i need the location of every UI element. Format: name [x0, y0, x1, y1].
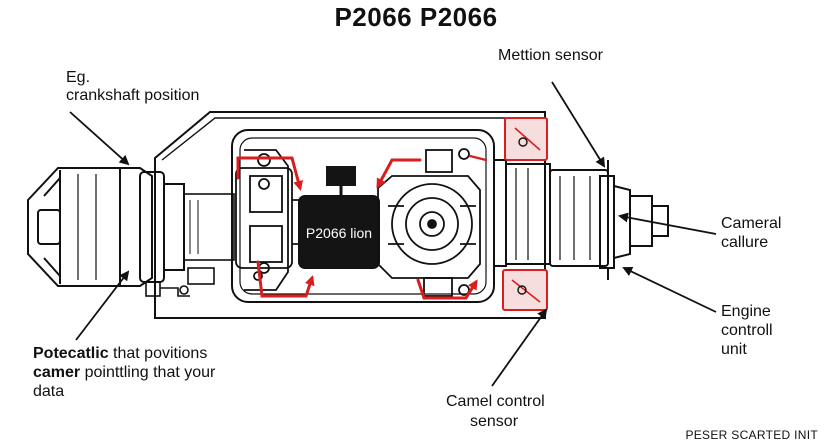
footer-text: PESER SCARTED INIT — [685, 428, 818, 442]
label-bottom-center-line2: sensor — [470, 413, 519, 430]
label-bottom-left-line2-bold: camer — [33, 364, 81, 381]
flow-arrow-icon — [236, 154, 488, 300]
sensor-pad-top — [504, 117, 548, 161]
sensor-pad-bottom — [502, 269, 548, 311]
label-right-upper-line2: callure — [721, 234, 769, 251]
label-top-left-line1: Eg. — [66, 69, 91, 86]
label-bottom-left-line1: Potecatlic that povitions — [33, 344, 207, 363]
label-right-lower-line2: controll — [721, 322, 773, 339]
left-gear-assembly — [235, 149, 301, 291]
control-module — [298, 195, 380, 269]
label-bottom-center-line1: Camel control — [446, 393, 545, 410]
label-top-left-line2: crankshaft position — [66, 87, 200, 104]
label-right-lower-line3: unit — [721, 341, 747, 358]
label-top-right: Mettion sensor — [498, 47, 603, 64]
bracket — [145, 267, 215, 297]
center-box-label: P2066 lion — [306, 225, 372, 241]
leader-arrow-icon — [69, 81, 717, 387]
right-motor — [493, 159, 669, 280]
label-right-upper-line1: Cameral — [721, 215, 782, 232]
diagram-title: P2066 P2066 — [334, 2, 498, 32]
left-end-cap — [27, 167, 235, 287]
label-bottom-left-line3: data — [33, 383, 65, 400]
label-bottom-left-line2: camer pointtling that your — [33, 363, 215, 382]
label-bottom-left-line1-bold: Potecatlic — [33, 345, 109, 362]
module-connector — [326, 166, 356, 186]
label-right-lower-line1: Engine — [721, 303, 771, 320]
label-bottom-left-line2-rest: pointtling that your — [80, 364, 216, 381]
right-gear-assembly — [377, 148, 481, 297]
label-bottom-left-line1-rest: that povitions — [108, 345, 208, 362]
